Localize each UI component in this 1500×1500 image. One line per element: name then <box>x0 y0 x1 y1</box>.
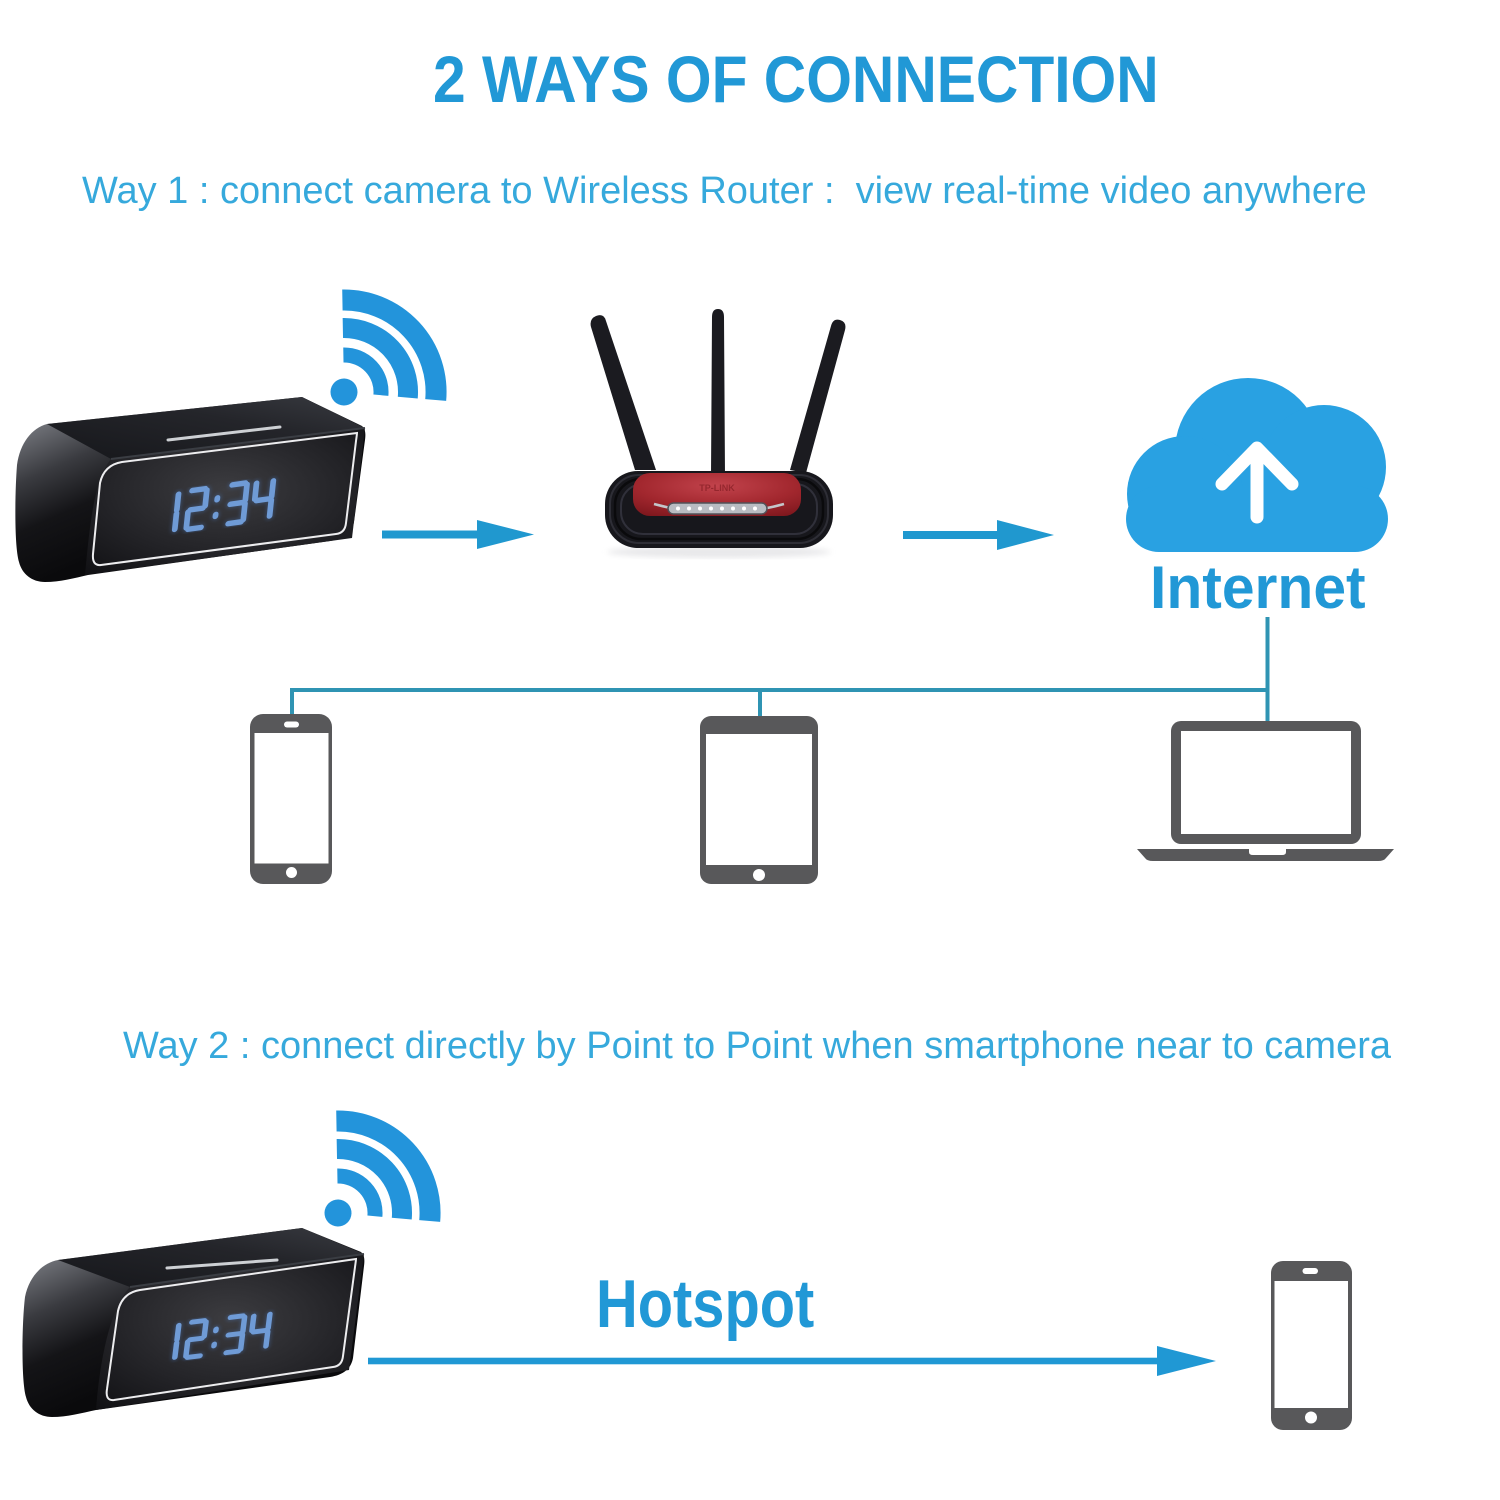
svg-text:TP-LINK: TP-LINK <box>699 483 735 493</box>
